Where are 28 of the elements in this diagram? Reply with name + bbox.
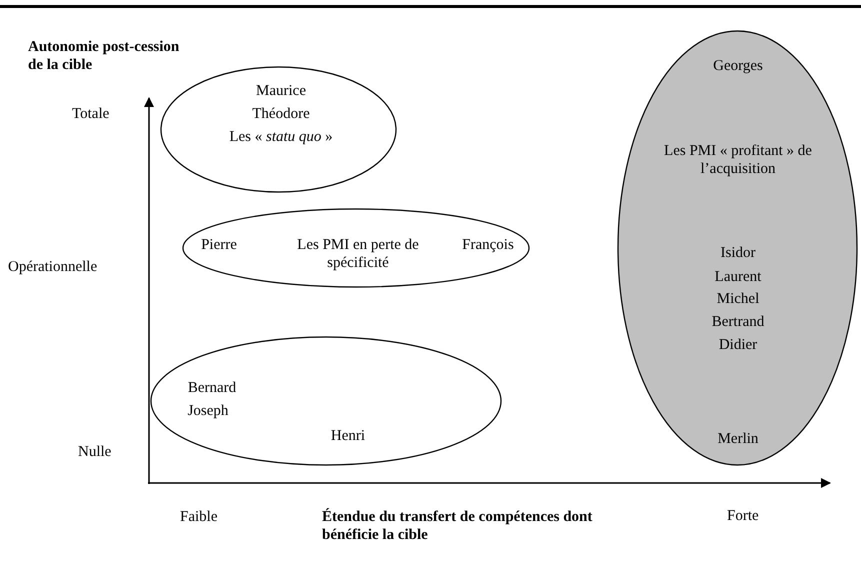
ellipse-text: Joseph: [188, 403, 228, 419]
ellipse: [150, 336, 502, 466]
ellipse-text: Laurent: [714, 269, 762, 285]
ellipse-text: Michel: [716, 291, 760, 307]
axis-level-label: Nulle: [78, 444, 112, 460]
ellipse-text: François: [462, 237, 514, 253]
ellipse-text: Didier: [718, 337, 758, 353]
ellipse: [182, 208, 530, 288]
axis-level-label: Totale: [72, 106, 110, 122]
axis-title: Étendue du transfert de compétences dont bénéficie la cible: [322, 509, 592, 543]
ellipse-text: Les PMI en perte de spécificité: [297, 237, 419, 271]
ellipse-text: Pierre: [201, 237, 237, 253]
ellipse-text: Isidor: [720, 245, 756, 261]
ellipse-text: Maurice: [256, 83, 306, 99]
ellipse: [160, 66, 397, 193]
ellipse: [617, 30, 858, 466]
axis-level-label: Faible: [180, 509, 218, 525]
ellipse-text: Georges: [713, 58, 763, 74]
ellipse-text: Les « statu quo »: [229, 129, 333, 145]
ellipse-text: Henri: [330, 428, 366, 444]
ellipse-text: Théodore: [252, 106, 310, 122]
axis-title: Autonomie post-cession de la cible: [28, 39, 180, 73]
ellipse-text: Bernard: [188, 380, 236, 396]
ellipse-text: Les PMI « profitant » de l’acquisition: [664, 143, 812, 177]
axis-level-label: Opérationnelle: [8, 259, 98, 275]
ellipse-text: Merlin: [718, 431, 758, 447]
ellipse-text: Bertrand: [712, 314, 764, 330]
axis-level-label: Forte: [727, 508, 759, 524]
